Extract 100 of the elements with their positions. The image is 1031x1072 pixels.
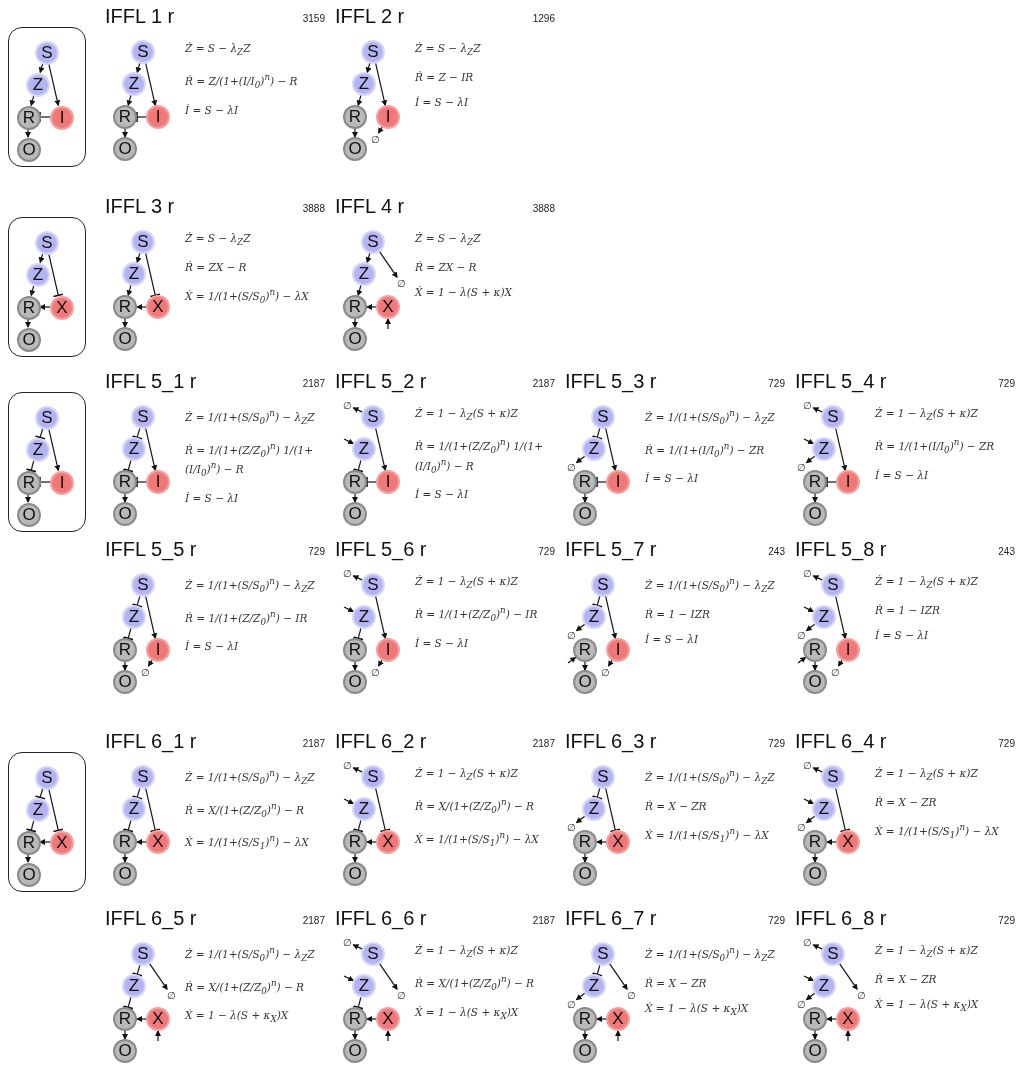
empty-set-symbol: ∅ <box>166 989 176 1001</box>
motif-box <box>8 392 86 532</box>
node-circle: X <box>52 298 72 318</box>
node-circle: Z <box>814 799 834 819</box>
node-circle: X <box>148 1009 168 1029</box>
arrow <box>25 852 31 863</box>
arrow <box>352 944 364 950</box>
arrow <box>356 284 363 297</box>
arrow <box>803 975 815 982</box>
node-circle: Z <box>28 75 48 95</box>
node-circle: R <box>805 472 825 492</box>
node-circle: X <box>608 1009 628 1029</box>
empty-set-symbol: ∅ <box>140 666 150 678</box>
arrow <box>374 62 388 107</box>
node-circle: O <box>575 864 595 884</box>
node-circle: I <box>52 108 72 128</box>
panel-title: IFFL 4 r <box>335 195 405 218</box>
node-circle: X <box>838 1009 858 1029</box>
equation: Ṙ = 1/(1+(I/I$_{0}$)$^{n}$) − ZR <box>875 436 996 456</box>
arrow <box>352 407 364 413</box>
equation: Ṙ = X/(1+(Z/Z$_{0}$)$^{n}$) − R <box>185 976 305 997</box>
count-label: 243 <box>998 546 1015 557</box>
arrow <box>39 304 51 310</box>
equation: Ṙ = Z/(1+(I/I$_{0}$)$^{n}$) − R <box>185 71 299 91</box>
equation: Ẋ = 1 − λ(S + κ$_{X}$)X <box>415 1005 520 1022</box>
arrow <box>122 492 128 503</box>
node-circle: I <box>378 472 398 492</box>
node-circle: O <box>575 672 595 692</box>
equation: Ṙ = X/(1+(Z/Z$_{0}$)$^{n}$) − R <box>415 973 535 993</box>
arrow <box>148 658 154 667</box>
equation: Ṙ = Z − IR <box>415 71 475 84</box>
arrow <box>352 127 358 138</box>
count-label: 3888 <box>532 203 555 214</box>
count-label: 729 <box>998 915 1015 926</box>
arrow <box>812 767 824 773</box>
equation: Ż = 1 − λ$_{Z}$(S + κ)Z <box>875 407 979 424</box>
node-circle: R <box>805 832 825 852</box>
empty-set-symbol: ∅ <box>370 666 380 678</box>
empty-set-symbol: ∅ <box>396 989 406 1001</box>
arrow <box>136 1016 148 1022</box>
empty-set-symbol: ∅ <box>856 989 866 1001</box>
equation: İ = S − λI <box>415 96 470 109</box>
arrow <box>144 427 158 472</box>
node-circle: Z <box>354 439 374 459</box>
arrow <box>126 94 133 107</box>
panel-title: IFFL 6_5 r <box>105 907 197 930</box>
arrow <box>604 427 618 472</box>
equation: Ż = 1 − λ$_{Z}$(S + κ)Z <box>875 575 979 592</box>
panel-title: IFFL 6_7 r <box>565 907 657 930</box>
arrow <box>834 595 848 640</box>
node-circle: X <box>378 297 398 317</box>
node-circle: S <box>593 944 613 964</box>
arrow <box>803 606 815 613</box>
node-circle: O <box>575 504 595 524</box>
arrow <box>378 250 398 278</box>
arrow <box>352 660 358 671</box>
empty-set-symbol: ∅ <box>802 399 812 411</box>
node-circle: O <box>345 864 365 884</box>
equation: Ṙ = 1 − IZR <box>875 604 941 617</box>
node-circle: S <box>593 575 613 595</box>
arrow <box>378 658 384 667</box>
arrow <box>38 62 45 74</box>
arrow <box>135 62 142 74</box>
arrow <box>838 658 844 667</box>
equation: Ż = S − λ$_{Z}$Z <box>415 232 482 249</box>
arrow <box>582 1029 588 1040</box>
arrow <box>366 304 378 310</box>
node-circle: I <box>148 640 168 660</box>
equation: Ż = S − λ$_{Z}$Z <box>415 42 482 59</box>
equation: Ż = 1/(1+(S/S$_{0}$)$^{n}$) − λ$_{Z}$Z <box>645 407 776 427</box>
node-circle: S <box>593 407 613 427</box>
node-circle: S <box>133 944 153 964</box>
node-circle: Z <box>814 607 834 627</box>
panel-title: IFFL 5_1 r <box>105 370 197 393</box>
node-circle: S <box>593 767 613 787</box>
equation: İ = S − λI <box>415 488 470 501</box>
node-circle: R <box>115 472 135 492</box>
arrow <box>845 1030 851 1042</box>
arrow <box>343 606 355 613</box>
equation: Ẋ = 1/(1+(S/S$_{0}$)$^{n}$) − λX <box>185 286 310 306</box>
node-circle: O <box>115 504 135 524</box>
count-label: 729 <box>538 546 555 557</box>
motif-box <box>8 27 86 167</box>
panel-title: IFFL 2 r <box>335 5 405 28</box>
node-circle: S <box>133 42 153 62</box>
node-circle: R <box>19 298 39 318</box>
arrow <box>366 839 378 845</box>
equation: Ṙ = X − ZR <box>645 799 708 812</box>
empty-set-symbol: ∅ <box>566 998 576 1010</box>
arrow <box>615 1030 621 1042</box>
arrow <box>25 317 31 328</box>
empty-set-symbol: ∅ <box>342 759 352 771</box>
node-circle: R <box>115 107 135 127</box>
node-circle: O <box>345 1041 365 1061</box>
panel-title: IFFL 6_8 r <box>795 907 887 930</box>
equation: Ẋ = 1/(1+(S/S$_{1}$)$^{n}$) − λX <box>645 824 770 845</box>
node-circle: S <box>37 233 57 253</box>
node-circle: X <box>52 833 72 853</box>
node-circle: S <box>823 407 843 427</box>
empty-set-symbol: ∅ <box>796 629 806 641</box>
